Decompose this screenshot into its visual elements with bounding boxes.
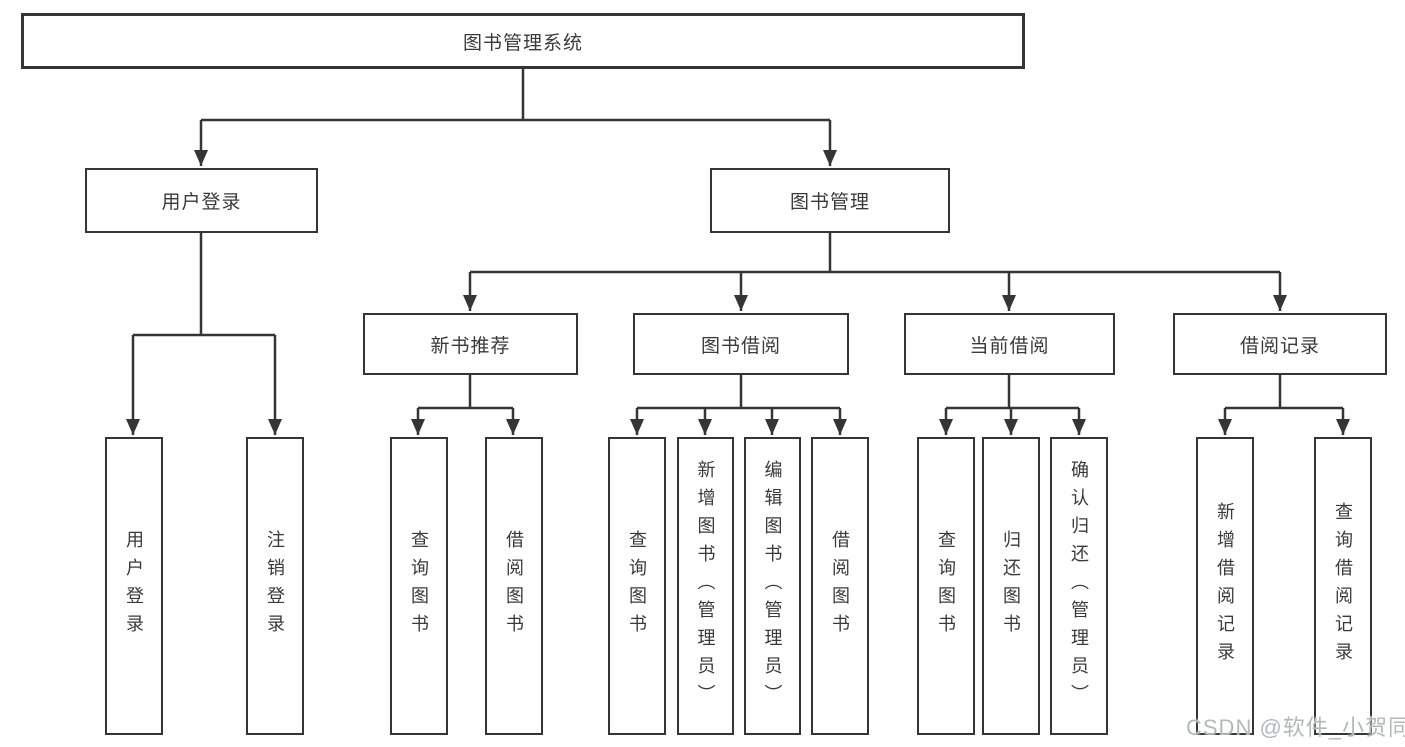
node-leaf-add-borrow-record-label: 新增借阅记录 <box>1215 502 1235 670</box>
node-leaf-borrow-books-1: 借阅图书 <box>485 437 543 735</box>
node-borrowing-records: 借阅记录 <box>1173 313 1387 375</box>
node-leaf-query-books-1: 查询图书 <box>390 437 448 735</box>
node-leaf-borrow-books-2-label: 借阅图书 <box>830 530 850 642</box>
node-borrowing-records-label: 借阅记录 <box>1239 335 1320 357</box>
node-new-book-recommendation: 新书推荐 <box>363 313 578 375</box>
node-leaf-query-books-1-label: 查询图书 <box>409 530 429 642</box>
node-leaf-borrow-books-1-label: 借阅图书 <box>504 530 524 642</box>
node-user-login-label: 用户登录 <box>161 192 242 213</box>
node-leaf-logout-label: 注销登录 <box>265 530 285 642</box>
node-leaf-confirm-return-admin: 确认归还（管理员） <box>1050 437 1108 735</box>
node-leaf-add-book-admin-label: 新增图书（管理员） <box>695 460 716 712</box>
node-leaf-query-books-2-label: 查询图书 <box>627 530 647 642</box>
node-current-borrowing: 当前借阅 <box>904 313 1115 375</box>
node-leaf-edit-book-admin-label: 编辑图书（管理员） <box>762 460 783 712</box>
node-root: 图书管理系统 <box>21 13 1025 69</box>
node-leaf-edit-book-admin: 编辑图书（管理员） <box>744 437 801 735</box>
node-leaf-return-books-label: 归还图书 <box>1001 530 1021 642</box>
node-book-management: 图书管理 <box>710 168 950 233</box>
node-leaf-query-borrow-record: 查询借阅记录 <box>1314 437 1372 735</box>
node-leaf-query-borrow-record-label: 查询借阅记录 <box>1333 502 1353 670</box>
csdn-watermark: CSDN @软件_小贺同学 <box>1186 715 1405 740</box>
node-leaf-add-book-admin: 新增图书（管理员） <box>677 437 734 735</box>
node-book-management-label: 图书管理 <box>789 192 870 213</box>
node-current-borrowing-label: 当前借阅 <box>969 335 1050 357</box>
node-leaf-user-login-label: 用户登录 <box>124 530 144 642</box>
node-leaf-user-login: 用户登录 <box>105 437 163 735</box>
node-new-book-recommendation-label: 新书推荐 <box>430 335 511 357</box>
node-book-borrowing: 图书借阅 <box>633 313 849 375</box>
node-leaf-query-books-3-label: 查询图书 <box>936 530 956 642</box>
node-leaf-query-books-3: 查询图书 <box>917 437 975 735</box>
node-user-login: 用户登录 <box>85 168 318 233</box>
node-leaf-add-borrow-record: 新增借阅记录 <box>1196 437 1254 735</box>
node-leaf-query-books-2: 查询图书 <box>608 437 666 735</box>
node-root-label: 图书管理系统 <box>462 32 583 54</box>
node-book-borrowing-label: 图书借阅 <box>700 335 781 357</box>
node-leaf-confirm-return-admin-label: 确认归还（管理员） <box>1069 460 1089 712</box>
node-leaf-borrow-books-2: 借阅图书 <box>811 437 869 735</box>
node-leaf-logout: 注销登录 <box>246 437 304 735</box>
node-leaf-return-books: 归还图书 <box>982 437 1040 735</box>
